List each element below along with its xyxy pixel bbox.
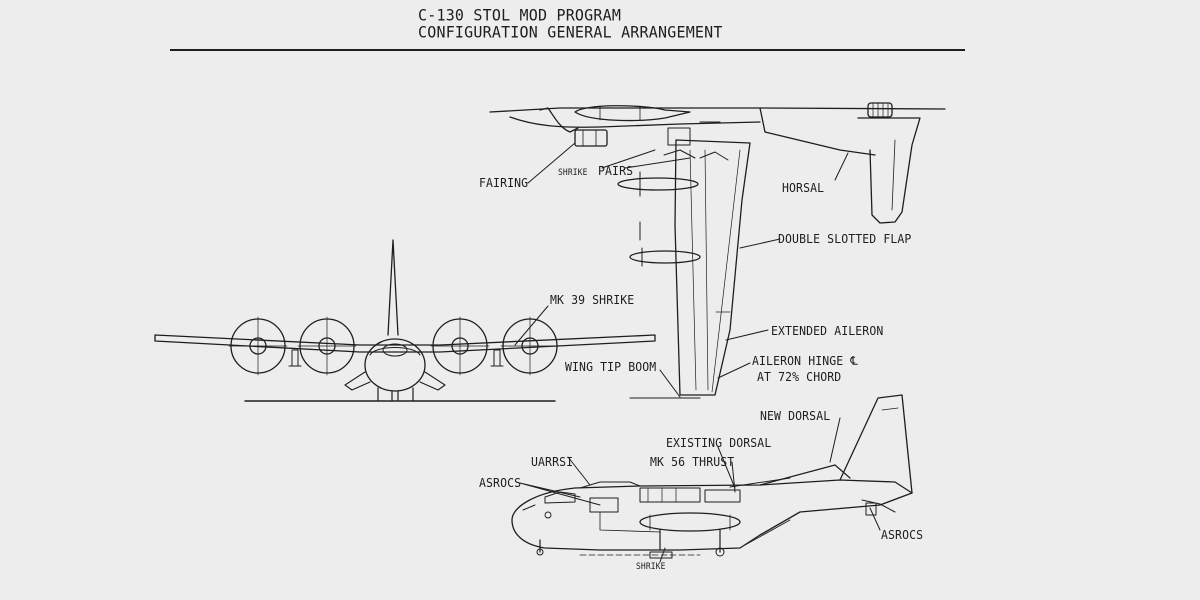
front-engine-3 [430,316,490,376]
plan-fuselage [489,107,946,156]
label-fairing: FAIRING [479,175,529,191]
label-extended-aileron: EXTENDED AILERON [771,323,884,339]
label-aileron-hinge-line1: AILERON HINGE ℄ [752,353,858,369]
plan-shrike-pod [574,105,691,122]
plan-fairing [574,129,608,147]
plan-tailcone [867,102,893,118]
plan-engine-nacelle-inner [629,250,701,264]
front-vertical-fin [387,239,399,336]
label-wing-tip-boom: WING TIP BOOM [565,359,657,375]
label-horsal: HORSAL [782,180,825,196]
plan-engine-nacelle-outer [617,177,699,191]
front-wing [154,334,656,353]
side-fuselage [511,479,913,551]
side-engine-pod [639,512,741,532]
label-mk39-shrike: MK 39 SHRIKE [550,292,635,308]
plan-view [489,102,946,399]
front-engine-2 [297,316,357,376]
front-engine-4 [500,316,560,376]
label-shrike-bottom: SHRIKE [636,561,666,572]
title-rule [170,49,965,51]
label-existing-dorsal: EXISTING DORSAL [666,435,772,451]
label-mk56-thrust: MK 56 THRUST [650,454,735,470]
label-asrocs-left: ASROCS [479,475,522,491]
side-vertical-tail [839,394,913,494]
title-line-2: CONFIGURATION GENERAL ARRANGEMENT [418,22,723,42]
front-fuselage [364,338,426,392]
front-engine-1 [228,316,288,376]
title-line-1: C-130 STOL MOD PROGRAM [418,5,622,25]
plan-horizontal-tail [857,117,921,224]
plan-leaders [527,142,849,398]
plan-wing [674,139,751,396]
label-asrocs-right: ASROCS [881,527,924,543]
label-double-slotted-flap: DOUBLE SLOTTED FLAP [778,231,912,247]
label-shrike-pairs-b: PAIRS [598,163,634,179]
label-aileron-hinge-line2: AT 72% CHORD [757,369,842,385]
side-leaders [519,417,881,563]
label-new-dorsal: NEW DORSAL [760,408,831,424]
front-view [154,239,656,402]
mk39-leader [514,305,549,346]
side-view [511,394,913,559]
label-shrike-pairs-a: SHRIKE [558,167,588,178]
label-uarrsi: UARRSI [531,454,574,470]
